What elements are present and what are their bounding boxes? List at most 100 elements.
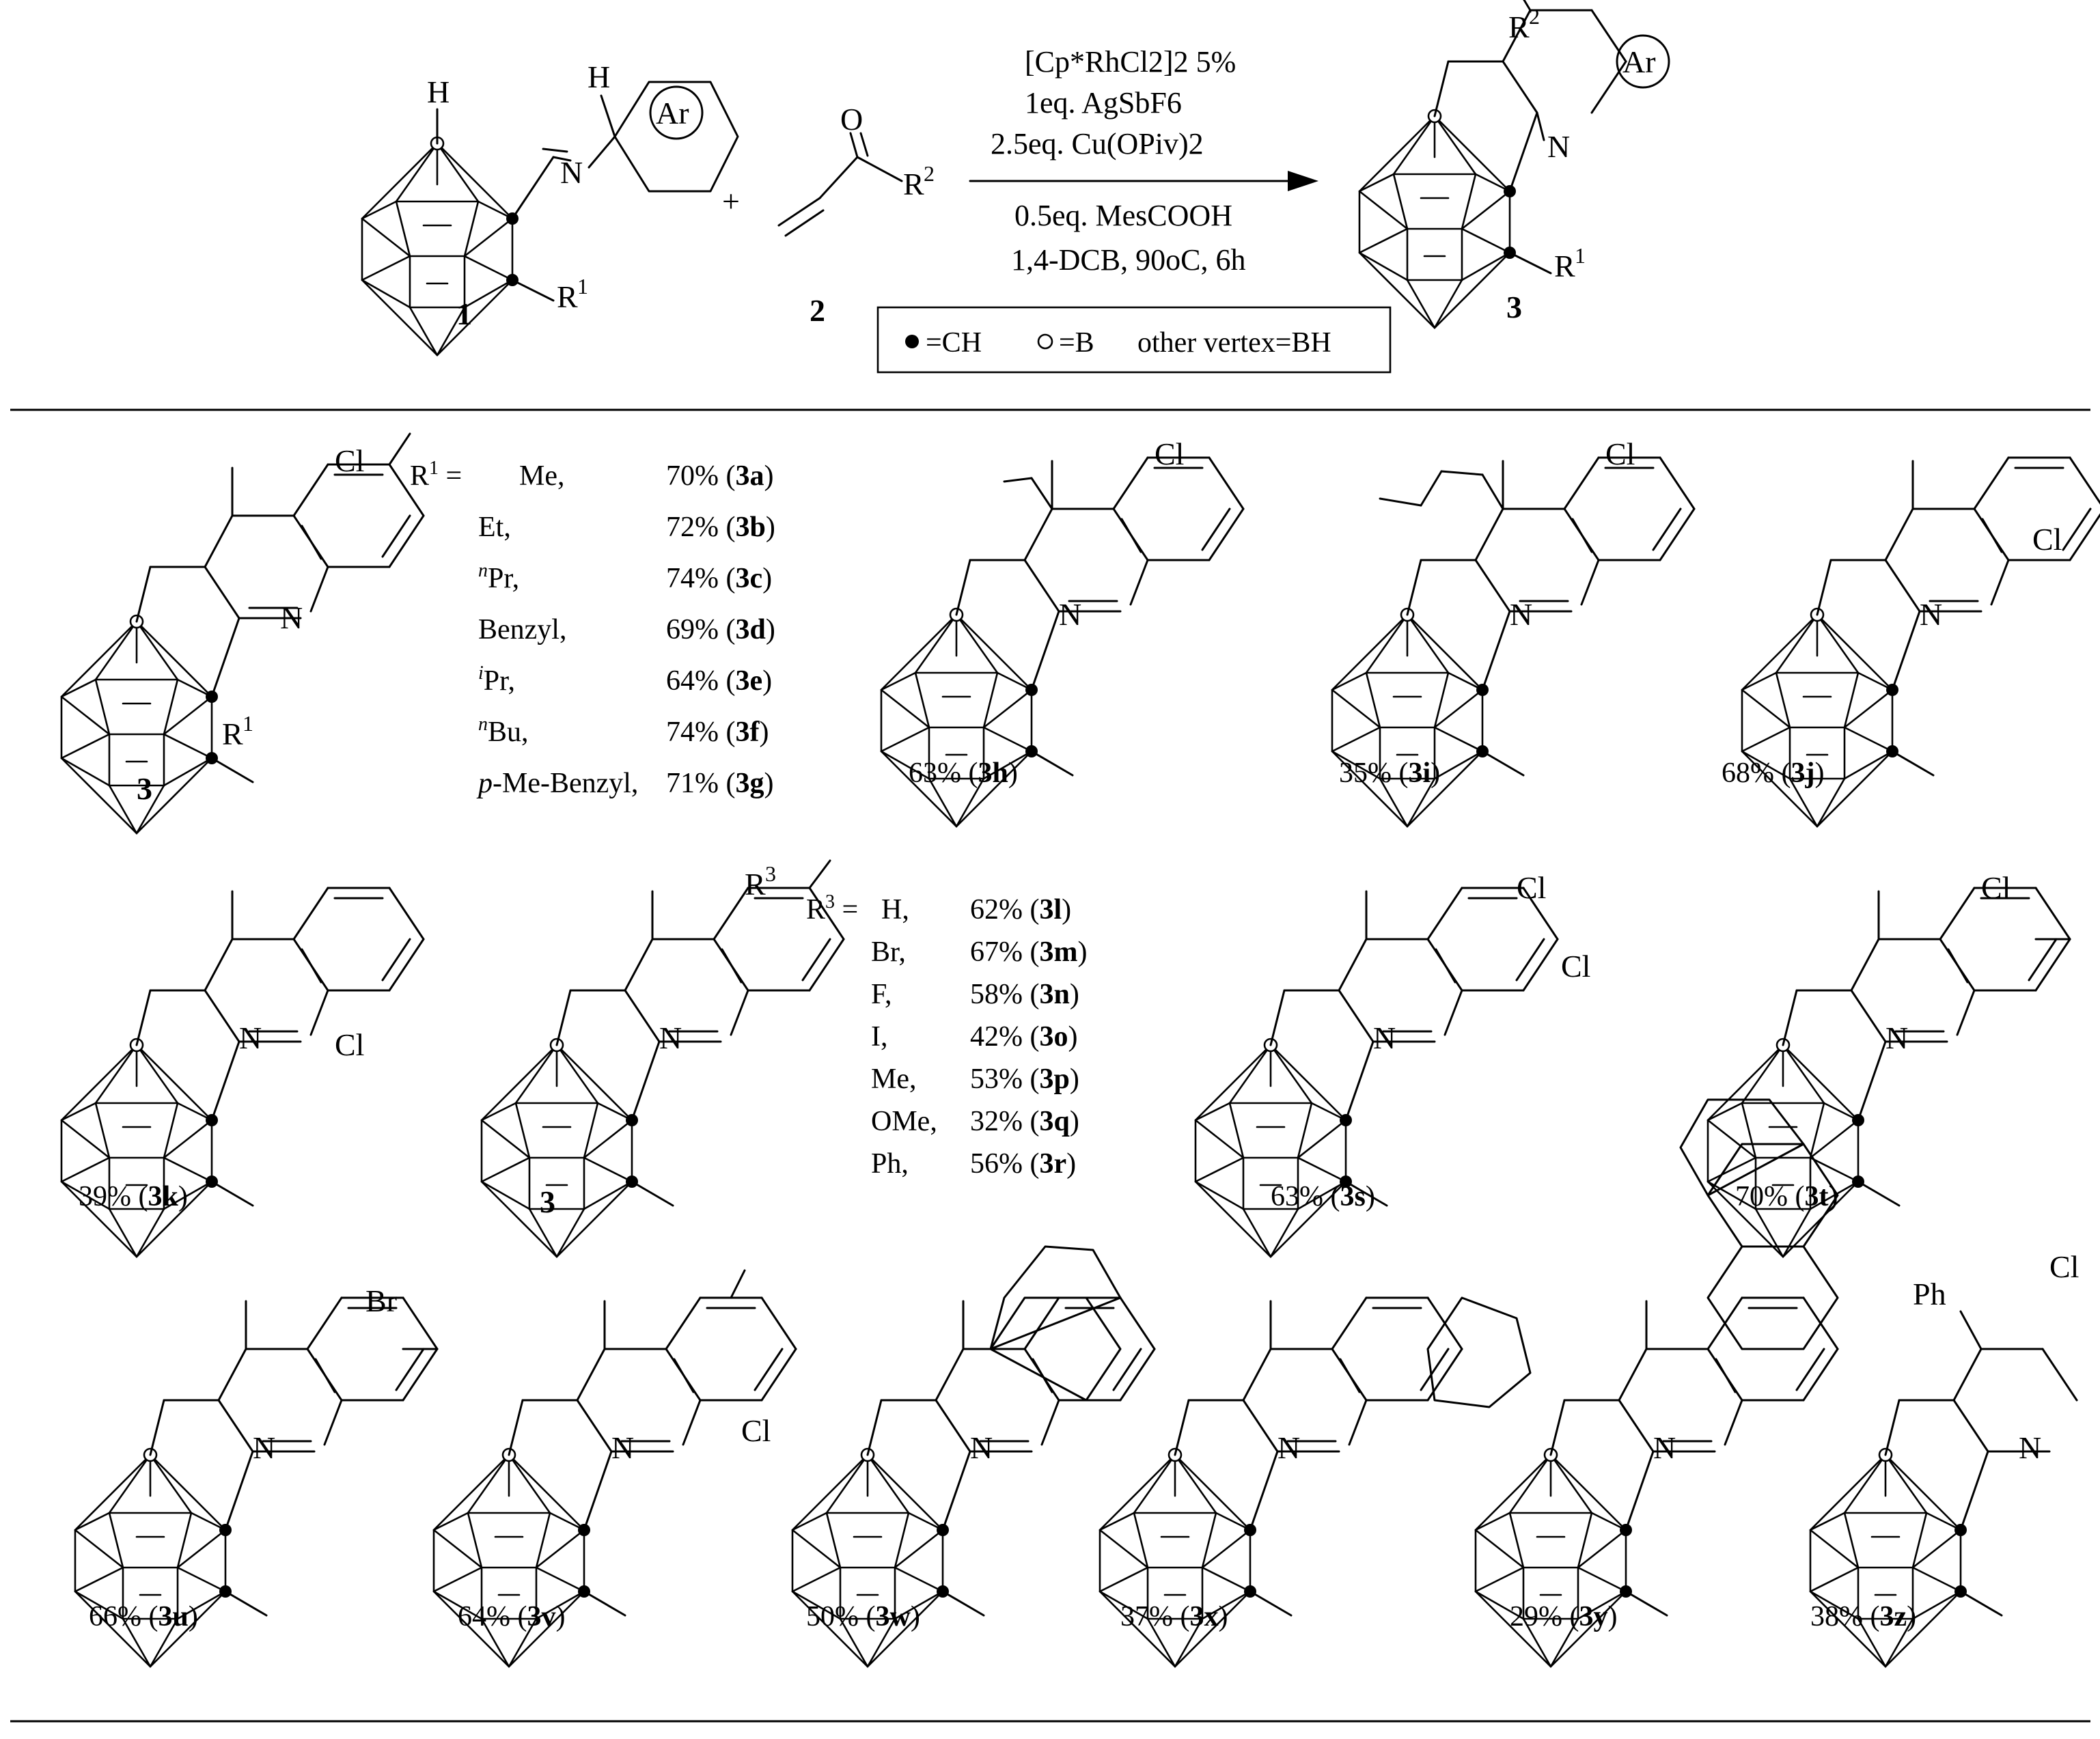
yield-3w: 50% (3w) bbox=[806, 1601, 920, 1632]
r1-yield-3a: 70% (3a) bbox=[666, 460, 773, 492]
reactant2-label: 2 bbox=[810, 293, 825, 328]
compound-3u: Br N 66% (3u) bbox=[75, 1283, 439, 1667]
r1-row-3g: p-Me-Benzyl, bbox=[476, 768, 638, 799]
cl2-3s: Cl bbox=[1561, 949, 1590, 984]
n-3i: N bbox=[1510, 597, 1532, 632]
yield-3z: 38% (3z) bbox=[1810, 1601, 1916, 1632]
generic-3-row1: Cl N R 1 3 bbox=[61, 432, 425, 833]
generic-3-row2: R 3 N 3 bbox=[482, 859, 845, 1257]
svg-text:R1 =: R1 = bbox=[410, 458, 462, 492]
r3-table-rows: H,62% (3l)Br,67% (3m)F,58% (3n)I,42% (3o… bbox=[871, 894, 1087, 1180]
condition-catalyst: [Cp*RhCl2]2 5% bbox=[1025, 45, 1236, 79]
ar-ring-icon bbox=[649, 85, 704, 140]
cl-3i: Cl bbox=[1605, 436, 1635, 471]
yield-3j: 68% (3j) bbox=[1722, 757, 1825, 789]
compound-3k: Cl N 39% (3k) bbox=[61, 887, 425, 1257]
condition-acid: 0.5eq. MesCOOH bbox=[1014, 199, 1232, 232]
condition-silver: 1eq. AgSbF6 bbox=[1025, 86, 1182, 120]
ar-label: Ar bbox=[656, 96, 689, 130]
product-r1: R bbox=[1554, 249, 1575, 283]
r3-row-3p: Me, bbox=[871, 1063, 917, 1095]
r1-yield-3g: 71% (3g) bbox=[666, 768, 773, 799]
n-3a: N bbox=[280, 600, 303, 635]
cl-3z: Cl bbox=[2049, 1249, 2079, 1284]
r1-row-3a: Me, bbox=[519, 460, 565, 492]
compound-3y: N 29% (3y) bbox=[1476, 1098, 1839, 1667]
product-ar-ring-icon bbox=[1616, 34, 1670, 89]
compound-3s: Cl Cl N 63% (3s) bbox=[1196, 870, 1590, 1257]
generic-label-row1: 3 bbox=[137, 771, 152, 806]
r1-yield-3d: 69% (3d) bbox=[666, 614, 775, 645]
n-3s: N bbox=[1373, 1020, 1396, 1055]
r1-3a: R bbox=[222, 717, 243, 751]
b-circle-icon bbox=[1037, 333, 1053, 350]
yield-3u: 66% (3u) bbox=[89, 1601, 198, 1632]
r3-yield-3q: 32% (3q) bbox=[970, 1106, 1079, 1137]
r1-yield-3c: 74% (3c) bbox=[666, 563, 772, 594]
compound-3z: Ph Cl N 38% (3z) bbox=[1809, 1249, 2079, 1668]
r1-3a-sup: 1 bbox=[243, 711, 253, 736]
reactant2-r2: R bbox=[903, 167, 924, 201]
r3-row-3l: H, bbox=[881, 894, 909, 926]
r1-row-3d: Benzyl, bbox=[478, 614, 566, 645]
product-n-label: N bbox=[1547, 129, 1570, 164]
legend-other: other vertex=BH bbox=[1137, 327, 1331, 359]
r3-yield-3n: 58% (3n) bbox=[970, 979, 1079, 1010]
n-3w: N bbox=[970, 1430, 993, 1465]
yield-3i: 35% (3i) bbox=[1339, 757, 1440, 789]
cl-3k: Cl bbox=[335, 1027, 364, 1062]
reactant1-label: 1 bbox=[456, 296, 472, 331]
compound-3x: N 37% (3x) bbox=[1100, 1296, 1532, 1667]
reactant2-o-label: O bbox=[840, 102, 863, 137]
r1-row-3f: nBu, bbox=[478, 714, 529, 748]
r1-yield-3b: 72% (3b) bbox=[666, 512, 775, 543]
n-3z: N bbox=[2019, 1430, 2041, 1465]
r1-row-3c: nPr, bbox=[478, 560, 519, 594]
product-r1-sup: 1 bbox=[1575, 243, 1586, 268]
cl-3t: Cl bbox=[1981, 870, 2011, 905]
n-3j: N bbox=[1920, 597, 1942, 632]
r3-row-3o: I, bbox=[871, 1021, 888, 1053]
condition-copper: 2.5eq. Cu(OPiv)2 bbox=[991, 127, 1204, 161]
r1-yield-3e: 64% (3e) bbox=[666, 665, 772, 697]
r3-yield-3l: 62% (3l) bbox=[970, 894, 1071, 926]
generic-label-row2: 3 bbox=[540, 1184, 555, 1219]
r1-yield-3f: 74% (3f) bbox=[666, 717, 769, 748]
reactant1-ortho-h: H bbox=[588, 59, 610, 94]
legend-ch: =CH bbox=[926, 327, 982, 359]
r3-row2-sup: 3 bbox=[765, 861, 776, 886]
reactant1-n-label: N bbox=[560, 155, 583, 190]
r3-row-3q: OMe, bbox=[871, 1106, 937, 1137]
yield-3v: 64% (3v) bbox=[458, 1601, 566, 1632]
n-3v: N bbox=[611, 1430, 634, 1465]
r3-row-3n: F, bbox=[871, 979, 892, 1010]
r3-row2: R bbox=[745, 867, 766, 902]
r1-row-3b: Et, bbox=[478, 512, 511, 543]
r3-yield-3p: 53% (3p) bbox=[970, 1063, 1079, 1095]
reaction-arrow: [Cp*RhCl2]2 5% 1eq. AgSbF6 2.5eq. Cu(OPi… bbox=[969, 45, 1318, 277]
yield-3s: 63% (3s) bbox=[1271, 1181, 1375, 1212]
yield-3t: 70% (3t) bbox=[1735, 1181, 1838, 1212]
ch-dot-icon bbox=[905, 335, 919, 348]
n-3u: N bbox=[253, 1430, 275, 1465]
product-r2: R bbox=[1508, 10, 1530, 44]
yield-3h: 63% (3h) bbox=[909, 757, 1018, 789]
ph-3z: Ph bbox=[1913, 1277, 1946, 1311]
legend-box: =CH =B other vertex=BH bbox=[876, 306, 1392, 374]
svg-text:R3 =: R3 = bbox=[806, 891, 858, 926]
cl-3j: Cl bbox=[2032, 522, 2062, 557]
reactant1-r1-sup: 1 bbox=[577, 274, 588, 298]
product-3: Ar N R 2 R 1 3 bbox=[1358, 0, 1670, 329]
condition-solvent: 1,4-DCB, 90oC, 6h bbox=[1011, 243, 1245, 277]
r3-table: R3 = bbox=[806, 891, 858, 926]
compound-3t: Cl N 70% (3t) bbox=[1708, 870, 2071, 1257]
reactant1-h-label: H bbox=[427, 74, 450, 109]
r1-table-rows: Me, 70% (3a) Et, 72% (3b) nPr, 74% (3c) Benzyl… bbox=[476, 460, 775, 799]
reactant-1: H N Ar H R 1 1 bbox=[361, 59, 739, 357]
yield-3x: 37% (3x) bbox=[1120, 1601, 1228, 1632]
reactant-2: O R 2 2 bbox=[777, 102, 935, 328]
cl-3v: Cl bbox=[741, 1413, 771, 1448]
r3-row-3m: Br, bbox=[871, 936, 906, 968]
compound-3h: Cl N 63% (3h) bbox=[881, 436, 1245, 826]
